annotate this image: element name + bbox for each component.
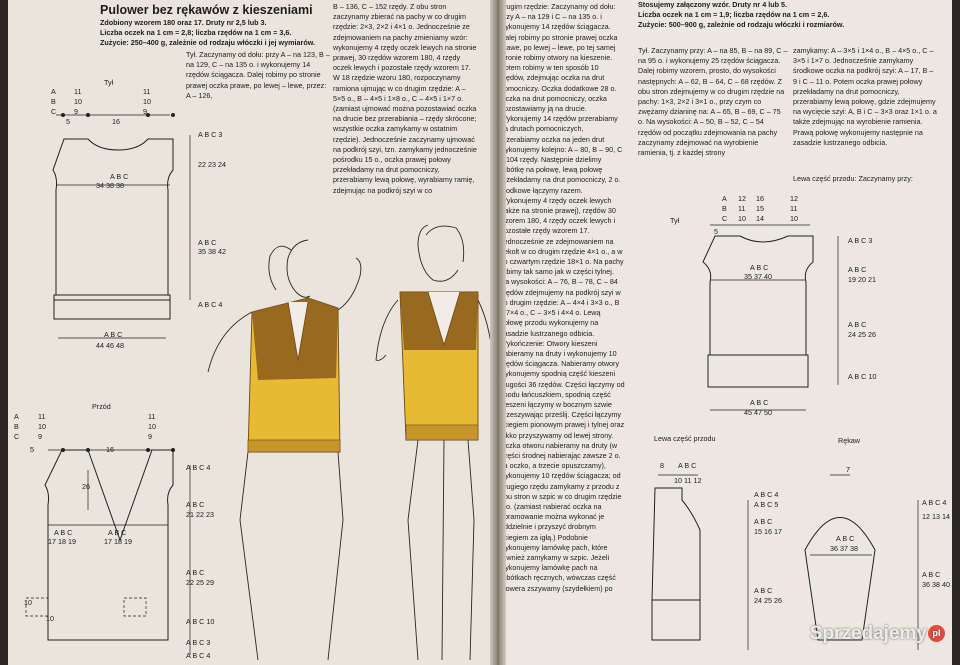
front-bottom-width: 17 18 19 [48,537,76,546]
right-back-row-a: A B C 3 [848,236,873,245]
right-schematics [651,224,919,650]
back-shoulder: 5 [66,117,70,126]
sleeve-top: 7 [846,465,850,474]
right-back-arm: 19 20 21 [848,275,876,284]
fashion-illustration [207,224,495,661]
right-back-rib: A B C 10 [848,372,877,381]
left-spec-3: Zużycie: 250–400 g, zależnie od rodzaju … [100,38,316,47]
front-pocket-depth: 10 [24,598,32,607]
right-front-arm-abc: A B C [754,517,773,526]
front-title: Przód [92,402,111,411]
left-schematics [25,113,191,655]
right-back-top-a: 12 [738,194,746,203]
back-rib: A B C 4 [198,300,223,309]
front-pocket-width: 10 [46,614,54,623]
back-neck: 16 [112,117,120,126]
front-shoulder: 5 [30,445,34,454]
sleeve-length: 36 38 40 [922,580,950,589]
right-back-neck-c: 14 [756,214,764,223]
right-back-abc: A B C [722,194,728,224]
book-gutter [490,0,506,665]
front-neck: 16 [106,445,114,454]
right-spec-1: Stosujemy załączony wzór. Druty nr 4 lub… [638,0,787,9]
right-front-title: Lewa część przodu [654,434,716,443]
front-arm: 21 22 23 [186,510,214,519]
right-front-top: 10 11 12 [674,476,702,485]
left-spec-1: Zdobiony wzorem 180 oraz 17. Druty nr 2,… [100,18,267,27]
front-arm-abc: A B C [186,500,205,509]
right-back-sh-c: 10 [790,214,798,223]
front-bottom-width-right: 17 18 19 [104,537,132,546]
sleeve-cap: 12 13 14 [922,512,950,521]
back-side: 35 38 42 [198,247,226,256]
right-back-top-c: 10 [738,214,746,223]
back-chest-abc: A B C [110,172,129,181]
back-chest: 34 38 38 [96,181,124,190]
sleeve-width-abc: A B C [836,534,855,543]
back-abc-left: A B C [51,87,57,117]
back-side-abc: A B C [198,238,217,247]
right-front-abc: A B C [678,461,697,470]
right-back-sh-b: 11 [790,204,798,213]
right-page: drugim rzędzie: Zaczynamy od dołu: przy … [500,0,952,665]
left-col2-text: B – 136, C – 152 rzędy. Z obu stron zacz… [333,2,477,195]
right-back-bottom: 45 47 50 [744,408,772,417]
left-page: Pulower bez rękawów z kieszeniami Zdobio… [8,0,496,665]
front-top-right: 11 10 9 [148,412,156,442]
sleeve-width: 36 37 38 [830,544,858,553]
back-bottom-width: 44 46 48 [96,341,124,350]
right-front-row-a: A B C 4 [754,490,779,499]
right-back-neck-b: 15 [756,204,764,213]
right-col0-text: drugim rzędzie: Zaczynamy od dołu: przy … [500,2,625,593]
right-back-chest: 35 37 40 [744,272,772,281]
back-top-left: 11 10 9 [74,87,82,117]
back-arm: 22 23 24 [198,160,226,169]
sleeve-row-a: A B C 4 [922,498,947,507]
right-front-row-b: A B C 5 [754,500,779,509]
right-col2-text: zamykamy: A – 3×5 i 1×4 o., B – 4×5 o., … [793,46,937,147]
right-spec-2: Liczba oczek na 1 cm = 1,9; liczba rzędó… [638,10,830,19]
right-back-side: 24 25 26 [848,330,876,339]
right-front-side-abc: A B C [754,586,773,595]
right-back-top-b: 11 [738,204,746,213]
front-rib-4: A B C 4 [186,651,211,660]
front-vneck: 26 [82,482,90,491]
front-abc-left: A B C [14,412,20,442]
back-title: Tył [104,78,114,87]
right-back-arm-abc: A B C [848,265,867,274]
back-bottom-abc: A B C [104,330,123,339]
front-bottom-abc: A B C [54,528,73,537]
right-front-side: 24 25 26 [754,596,782,605]
front-side-abc: A B C [186,568,205,577]
right-back-shoulder: 5 [714,227,718,236]
left-col1-text: Tył. Zaczynamy od dołu: przy A – na 123,… [186,50,330,100]
right-front-arm: 15 16 17 [754,527,782,536]
front-row-a: A B C 4 [186,463,211,472]
sleeve-title: Rękaw [838,436,860,445]
right-col2-tail: Lewa część przodu: Zaczynamy przy: [793,174,913,183]
front-top-left: 11 10 9 [38,412,46,442]
right-back-title: Tył [670,216,680,225]
right-front-shoulder: 8 [660,461,664,470]
right-col1-text: Tył. Zaczynamy przy: A – na 85, B – na 8… [638,46,788,158]
right-back-neck-a: 16 [756,194,764,203]
right-back-side-abc: A B C [848,320,867,329]
back-top-right: 11 10 9 [143,87,151,117]
front-side: 22 25 29 [186,578,214,587]
left-spec-2: Liczba oczek na 1 cm = 2,8; liczba rzędó… [100,28,292,37]
right-back-sh-a: 12 [790,194,798,203]
back-row-a: A B C 3 [198,130,223,139]
watermark-brand: Sprzedajemy [809,623,927,644]
left-page-title: Pulower bez rękawów z kieszeniami [100,3,313,17]
right-back-chest-abc: A B C [750,263,769,272]
sleeve-length-abc: A B C [922,570,941,579]
front-rib-10: A B C 10 [186,617,215,626]
watermark-badge: pl [928,625,945,643]
front-rib-3: A B C 3 [186,638,211,647]
right-back-bottom-abc: A B C [750,398,769,407]
front-bottom-abc-right: A B C [108,528,127,537]
right-spec-3: Zużycie: 500–900 g, zależnie od rodzaju … [638,20,845,29]
